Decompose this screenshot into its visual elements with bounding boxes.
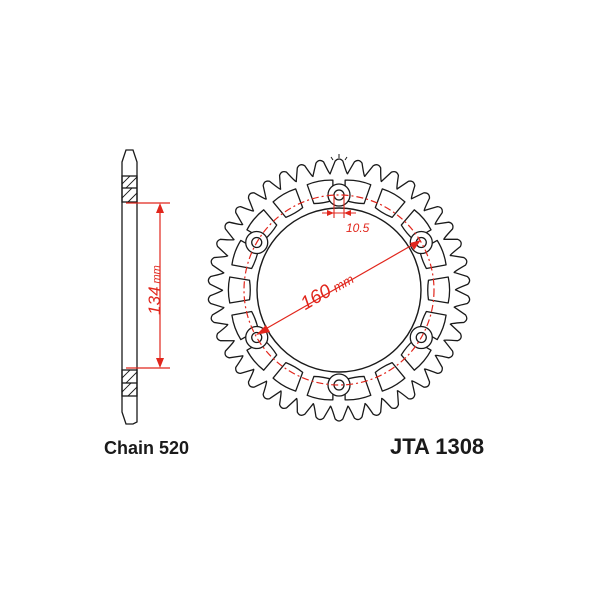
bore-dimension-unit: mm bbox=[151, 265, 163, 283]
bore-dimension-value: 134 bbox=[145, 286, 164, 314]
side-profile-hub-top bbox=[121, 175, 138, 203]
bolt-hole-dimension-label: 10.5 bbox=[346, 221, 370, 235]
chain-size-label: Chain 520 bbox=[104, 438, 189, 458]
lightening-hole bbox=[374, 361, 406, 392]
lightening-hole bbox=[227, 276, 251, 304]
lightening-hole bbox=[272, 188, 304, 219]
part-number-label: JTA 1308 bbox=[390, 434, 484, 459]
lightening-hole bbox=[306, 179, 334, 205]
bolt-hole bbox=[327, 373, 351, 397]
lightening-hole bbox=[272, 361, 304, 392]
sprocket-front-view bbox=[207, 154, 471, 422]
center-bore bbox=[256, 207, 422, 373]
bore-dimension-label: 134 mm bbox=[145, 265, 164, 315]
bore-arrow-top bbox=[156, 203, 164, 213]
side-profile-view bbox=[121, 149, 138, 425]
lightening-hole bbox=[427, 276, 451, 304]
top-tooth-marker bbox=[330, 154, 348, 161]
pitch-circle-dashed bbox=[243, 194, 435, 386]
lightening-hole bbox=[374, 188, 406, 219]
pcd-dimension bbox=[256, 240, 421, 335]
lightening-hole bbox=[344, 179, 372, 205]
bore-dimension bbox=[126, 202, 170, 369]
hatching-bottom bbox=[121, 369, 138, 397]
pcd-arrow-lower bbox=[256, 325, 270, 335]
lightening-holes bbox=[227, 179, 451, 401]
bolt-hole-bore bbox=[251, 331, 263, 344]
hatching-top bbox=[121, 175, 138, 203]
pcd-arrow-upper bbox=[410, 240, 421, 250]
bore-arrow-bottom bbox=[156, 358, 164, 368]
lightening-hole bbox=[344, 375, 372, 401]
pcd-dimension-line bbox=[261, 243, 415, 332]
lightening-hole bbox=[306, 375, 334, 401]
bolt-hole-dimension bbox=[322, 195, 356, 218]
side-profile-outline bbox=[121, 149, 138, 425]
